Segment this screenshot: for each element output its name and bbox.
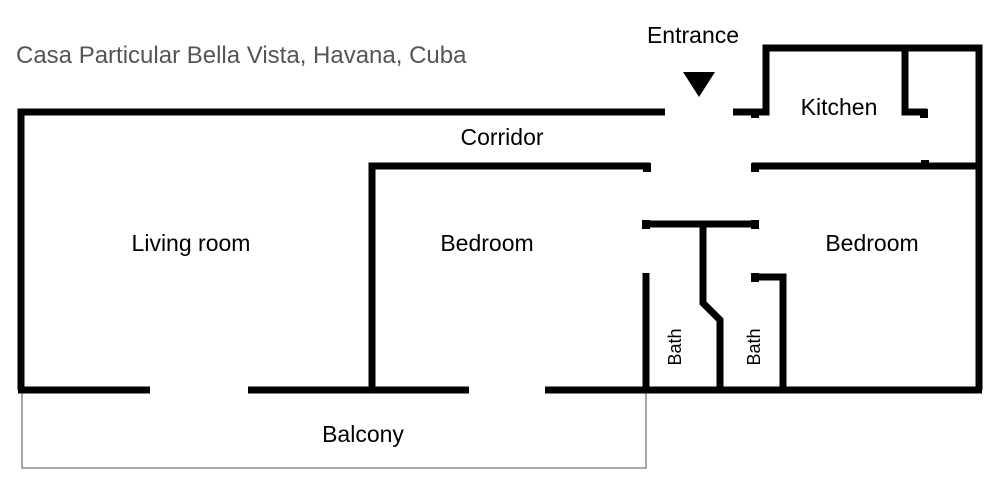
corridor-label: Corridor [460, 124, 543, 150]
entrance-label: Entrance [647, 22, 739, 48]
wall-bedroom1-top [368, 162, 650, 390]
balcony-label: Balcony [322, 421, 404, 447]
wall-kitchen-partition [901, 48, 927, 116]
balcony-outline [21, 392, 647, 469]
wall-outer-left-top [17, 108, 665, 390]
plan-title: Casa Particular Bella Vista, Havana, Cub… [16, 42, 467, 69]
kitchen-label: Kitchen [801, 94, 878, 120]
entrance-arrow-icon [683, 72, 715, 97]
bath-2-label: Bath [744, 328, 764, 365]
living-room-label: Living room [132, 230, 251, 256]
door-jambs [642, 109, 929, 282]
bedroom-1-label: Bedroom [440, 230, 533, 256]
bedroom-2-label: Bedroom [825, 230, 918, 256]
wall-bath-divider [699, 224, 724, 390]
wall-bath-right [752, 273, 787, 390]
bath-1-label: Bath [665, 328, 685, 365]
